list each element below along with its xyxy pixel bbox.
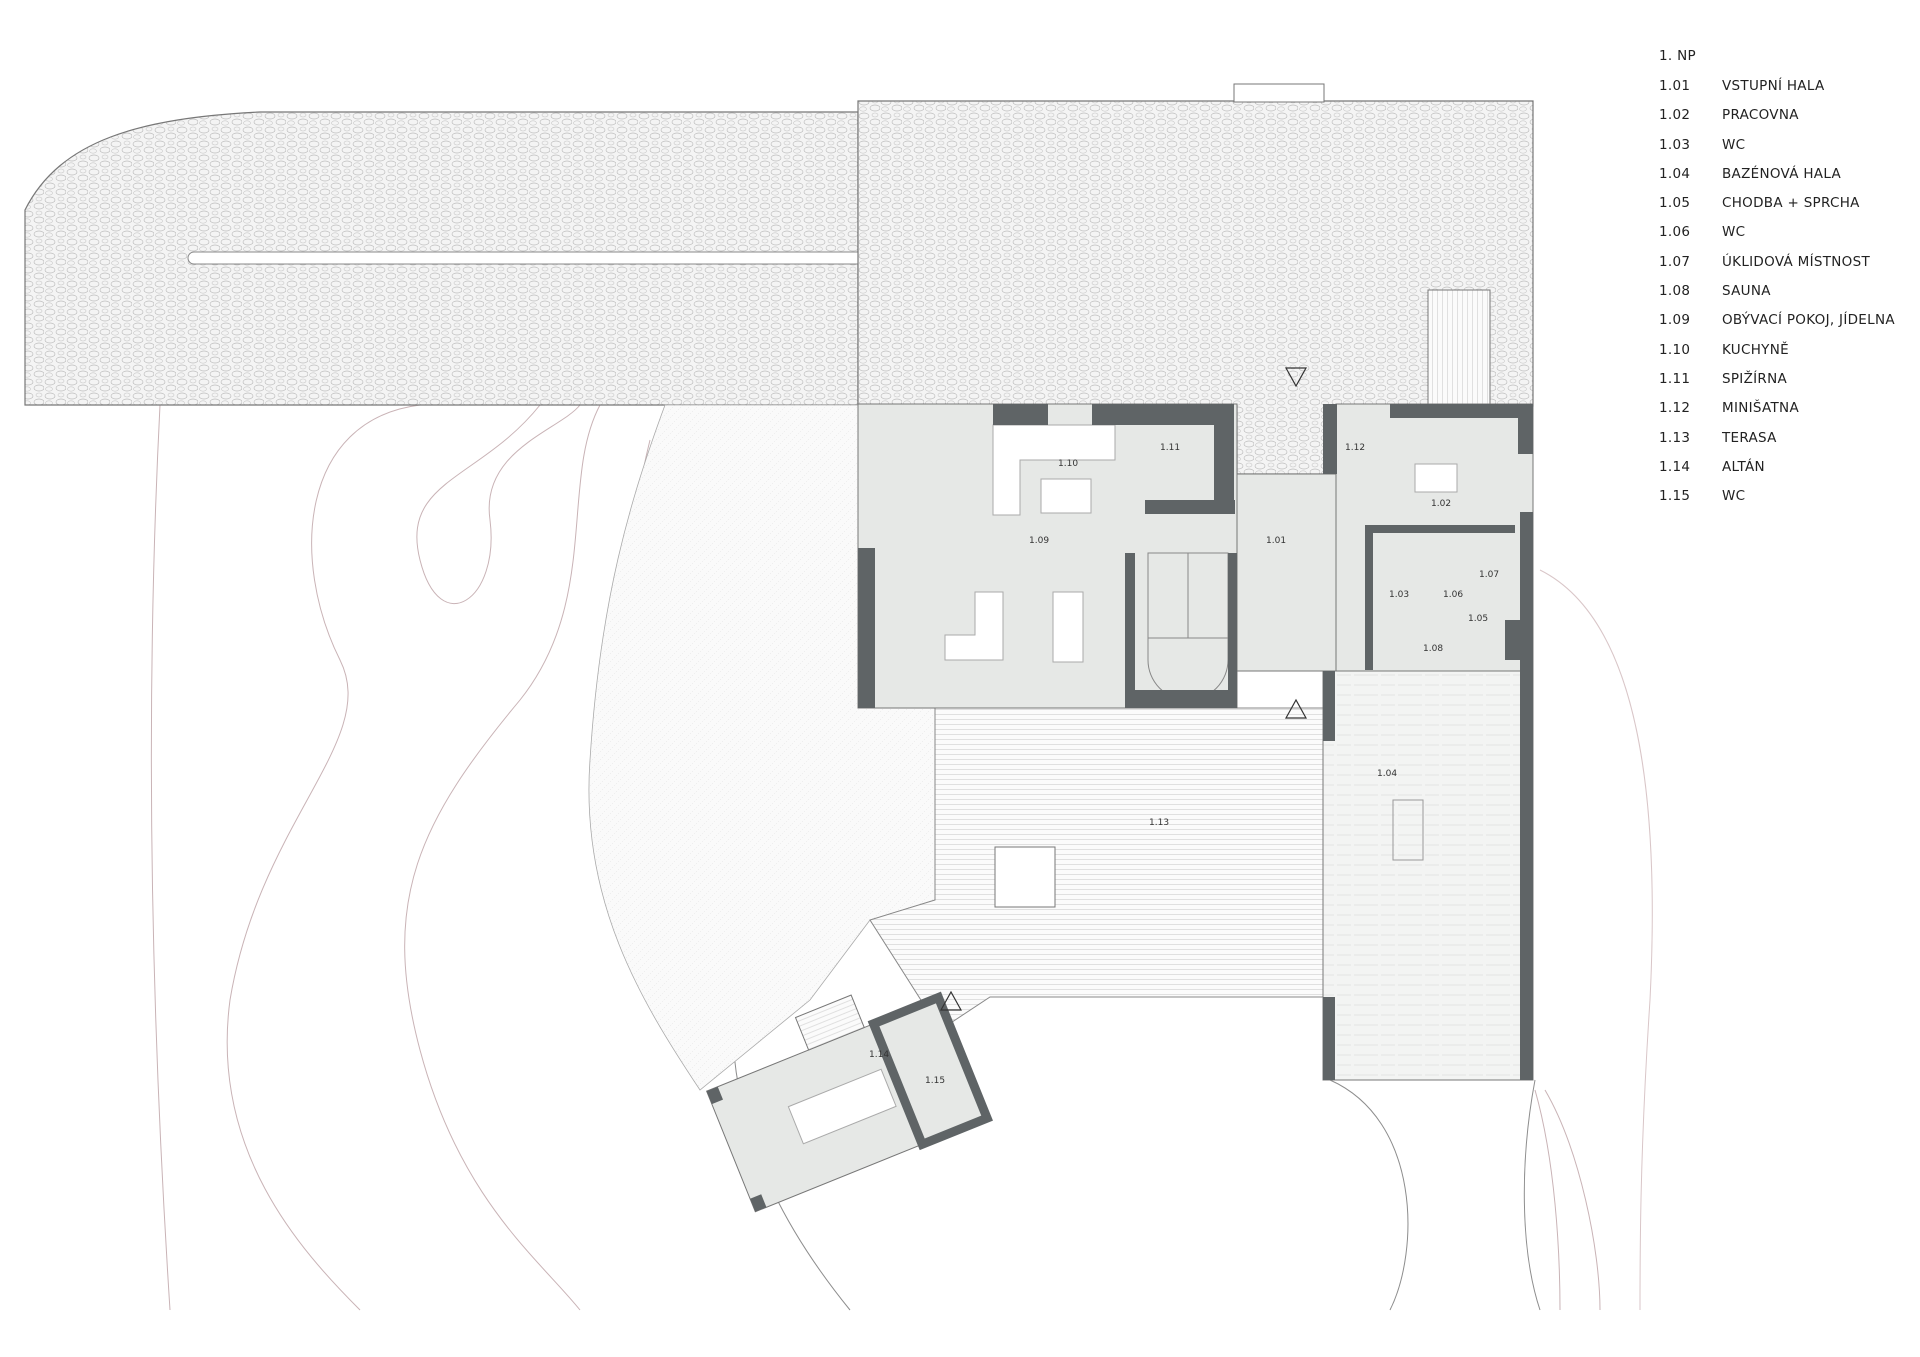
pool-hall [1322, 670, 1534, 1081]
entrance-marker-north-icon [1284, 367, 1308, 388]
legend-item-number: 1.05 [1659, 195, 1691, 212]
entrance-marker-terrace-icon [1284, 698, 1308, 719]
legend-item-label: WC [1722, 136, 1746, 153]
legend-item-number: 1.06 [1659, 224, 1691, 241]
legend-item-number: 1.03 [1659, 136, 1691, 153]
desk [1414, 463, 1458, 493]
legend-item-label: ALTÁN [1722, 458, 1765, 475]
walls [858, 404, 1533, 1080]
legend-item-label: VSTUPNÍ HALA [1722, 78, 1825, 94]
room-label-1-15: 1.15 [925, 1076, 945, 1086]
lawn [588, 404, 936, 1091]
room-label-1-04: 1.04 [1377, 769, 1397, 779]
legend-item-number: 1.14 [1659, 458, 1691, 475]
chimney [1233, 83, 1325, 103]
legend-item-label: SPIŽÍRNA [1722, 370, 1788, 387]
legend-item-number: 1.13 [1659, 429, 1691, 446]
legend-item-label: WC [1722, 224, 1746, 241]
legend-item: 1.13 TERASA [1659, 430, 1895, 459]
room-label-1-01: 1.01 [1266, 536, 1286, 546]
legend-item-number: 1.11 [1659, 370, 1691, 387]
legend-item-label: OBÝVACÍ POKOJ, JÍDELNA [1722, 312, 1895, 329]
room-label-1-14: 1.14 [869, 1050, 889, 1060]
legend-item-number: 1.08 [1659, 283, 1691, 300]
terrace [869, 707, 1337, 1031]
room-label-1-07: 1.07 [1479, 570, 1499, 580]
room-label-1-05: 1.05 [1468, 614, 1488, 624]
room-label-1-08: 1.08 [1423, 644, 1443, 654]
room-label-1-12: 1.12 [1345, 443, 1365, 453]
legend-item: 1.10 KUCHYNĚ [1659, 342, 1895, 371]
legend-item: 1.14 ALTÁN [1659, 459, 1895, 488]
room-label-1-09: 1.09 [1029, 536, 1049, 546]
legend-item: 1.02 PRACOVNA [1659, 107, 1895, 136]
kitchen-island [1040, 478, 1092, 514]
legend-item-number: 1.15 [1659, 488, 1691, 505]
legend-item-number: 1.10 [1659, 341, 1691, 358]
room-label-1-03: 1.03 [1389, 590, 1409, 600]
sofa [944, 591, 1004, 661]
legend-item-number: 1.07 [1659, 253, 1691, 270]
legend-item: 1.09 OBÝVACÍ POKOJ, JÍDELNA [1659, 312, 1895, 341]
gazebo [705, 991, 993, 1213]
entrance-marker-gazebo-icon [939, 990, 963, 1011]
legend-item: 1.11 SPIŽÍRNA [1659, 371, 1895, 400]
legend-item-label: KUCHYNĚ [1722, 341, 1789, 358]
legend-item: 1.12 MINIŠATNA [1659, 400, 1895, 429]
legend-item-label: CHODBA + SPRCHA [1722, 195, 1860, 212]
hall-floor [1236, 473, 1337, 672]
legend-item-label: MINIŠATNA [1722, 400, 1799, 417]
legend-item-label: BAZÉNOVÁ HALA [1722, 165, 1842, 182]
legend-title: 1. NP [1659, 48, 1696, 64]
legend-item-number: 1.01 [1659, 78, 1691, 94]
room-label-1-11: 1.11 [1160, 443, 1180, 453]
legend-item-label: TERASA [1722, 429, 1777, 446]
legend-item: 1.15 WC [1659, 488, 1895, 517]
legend-item-number: 1.09 [1659, 312, 1691, 329]
legend-item-number: 1.04 [1659, 165, 1691, 182]
legend-item-label: ÚKLIDOVÁ MÍSTNOST [1722, 253, 1871, 270]
legend-item: 1.08 SAUNA [1659, 283, 1895, 312]
room-label-1-13: 1.13 [1149, 818, 1169, 828]
legend-item-number: 1.02 [1659, 107, 1691, 124]
legend-item: 1.06 WC [1659, 224, 1895, 253]
dining-table [1052, 591, 1084, 663]
legend-item: 1.03 WC [1659, 137, 1895, 166]
legend-item: 1.01 VSTUPNÍ HALA [1659, 78, 1895, 107]
legend-item: 1.05 CHODBA + SPRCHA [1659, 195, 1895, 224]
legend-item-label: WC [1722, 488, 1746, 505]
room-label-1-02: 1.02 [1431, 499, 1451, 509]
legend-item-number: 1.12 [1659, 400, 1691, 417]
legend-item: 1.04 BAZÉNOVÁ HALA [1659, 166, 1895, 195]
legend-item: 1.07 ÚKLIDOVÁ MÍSTNOST [1659, 254, 1895, 283]
pool-channel [187, 251, 864, 265]
terrace-skylight [994, 846, 1056, 908]
room-label-1-10: 1.10 [1058, 459, 1078, 469]
legend-item-label: PRACOVNA [1722, 107, 1799, 124]
room-label-1-06: 1.06 [1443, 590, 1463, 600]
legend-item-label: SAUNA [1722, 283, 1771, 300]
pool-ladder [1392, 799, 1424, 861]
